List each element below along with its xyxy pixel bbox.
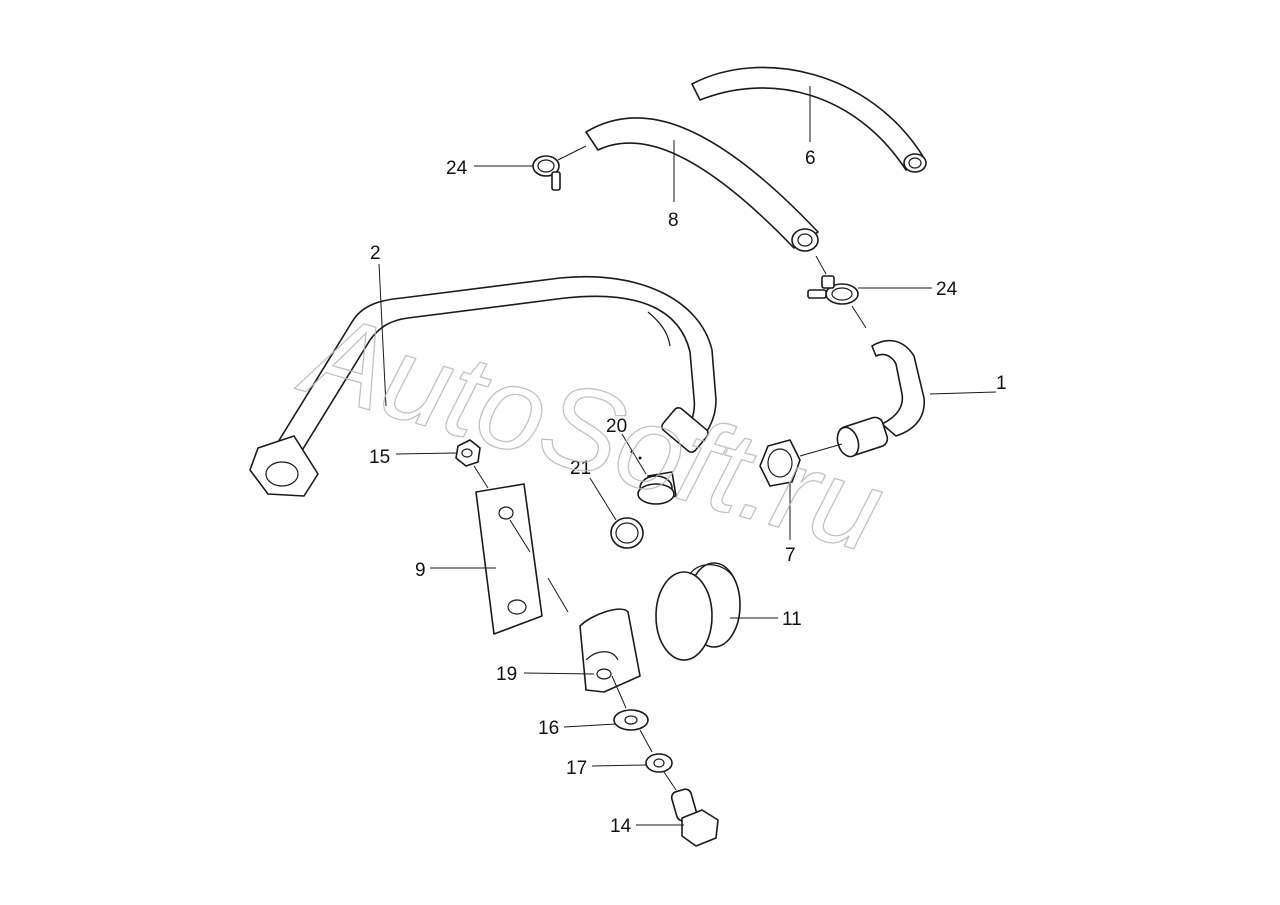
callout-20: 20 (606, 416, 627, 437)
callout-24-top: 24 (446, 158, 468, 179)
part-24-clamp-top (532, 155, 561, 191)
part-8-hose (585, 117, 819, 252)
assembly-guide-lines (473, 145, 867, 791)
callout-labels: 1 2 6 7 8 9 11 14 15 16 17 19 20 21 24 2… (369, 148, 1007, 837)
callout-19: 19 (496, 664, 517, 685)
part-6-hose (691, 66, 927, 173)
part-15-nut (455, 439, 481, 467)
part-7-nut (759, 439, 801, 487)
callout-15: 15 (369, 447, 390, 468)
callout-11: 11 (782, 609, 802, 630)
part-2-pipe (249, 275, 717, 497)
callout-9: 9 (415, 560, 426, 581)
part-9-plate (475, 483, 543, 635)
part-14-bolt (670, 788, 719, 847)
part-21-ring (610, 517, 644, 549)
callout-21: 21 (570, 458, 591, 479)
part-20-fitting (630, 450, 677, 505)
callout-1: 1 (996, 373, 1007, 394)
callout-6: 6 (805, 148, 816, 169)
part-11-bushing (655, 562, 741, 661)
part-16-washer (613, 709, 649, 731)
part-17-washer (645, 753, 673, 773)
part-24-clamp-right (807, 275, 859, 305)
callout-14: 14 (610, 816, 632, 837)
callout-8: 8 (668, 210, 679, 231)
watermark: AutoSoft.ru (287, 286, 897, 577)
callout-2: 2 (370, 243, 381, 264)
callout-24-right: 24 (936, 279, 958, 300)
callout-17: 17 (566, 758, 587, 779)
callout-16: 16 (538, 718, 559, 739)
callout-leaders (378, 86, 997, 826)
callout-7: 7 (785, 545, 796, 566)
part-19-bracket (579, 608, 641, 693)
